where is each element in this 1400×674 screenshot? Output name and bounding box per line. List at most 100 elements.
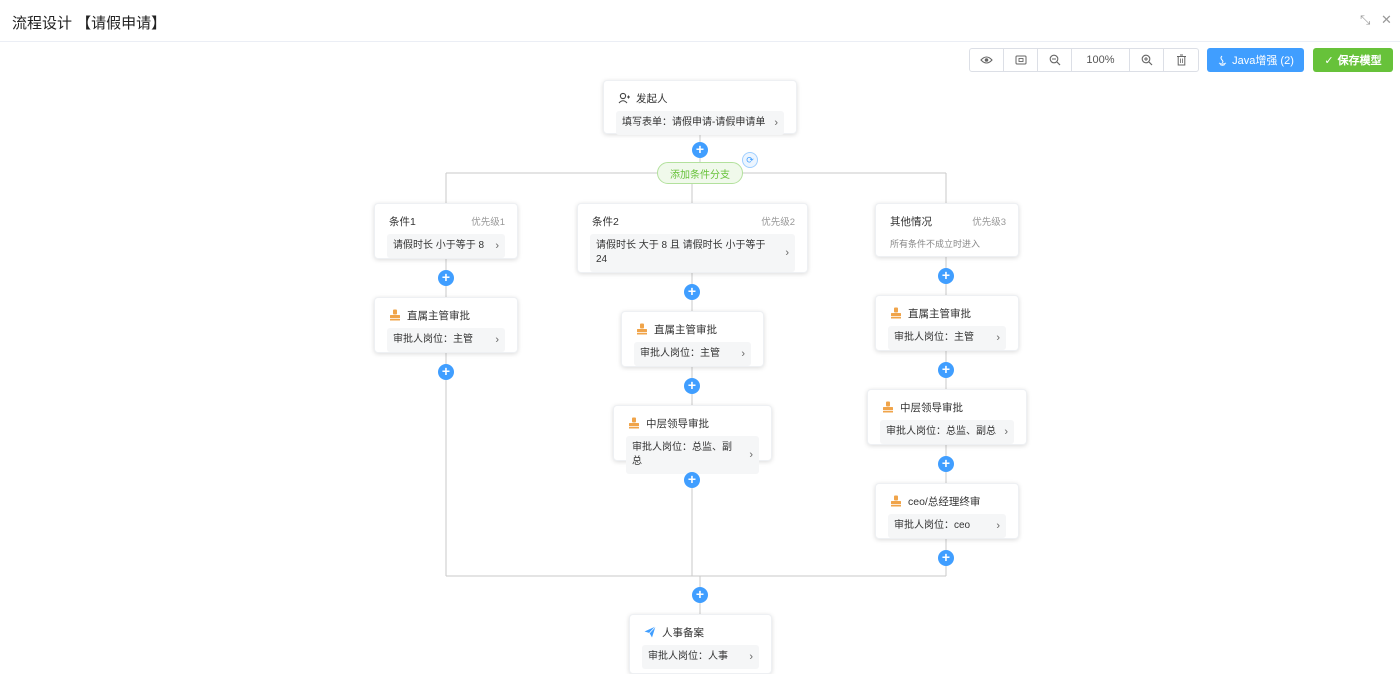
zoom-in-icon: [1141, 54, 1152, 66]
start-node-content[interactable]: 填写表单：请假申请-请假申请单 ›: [616, 111, 784, 135]
chevron-right-icon: ›: [996, 520, 1000, 532]
user-add-icon: [618, 92, 630, 104]
cc-node-content[interactable]: 审批人岗位：人事 ›: [642, 645, 759, 669]
cc-node-header: 人事备案: [644, 625, 759, 639]
condition-node-2[interactable]: 条件2 优先级2 请假时长 大于 8 且 请假时长 小于等于 24 ›: [577, 203, 808, 273]
fit-button[interactable]: [1004, 49, 1038, 71]
stamp-icon: [883, 401, 893, 413]
approval-node-title: 直属主管审批: [407, 309, 470, 322]
chevron-right-icon: ›: [1004, 426, 1008, 438]
add-node-button[interactable]: +: [938, 456, 954, 472]
cc-node[interactable]: 人事备案 审批人岗位：人事 ›: [629, 614, 772, 674]
approval-node-header: 中层领导审批: [628, 416, 759, 430]
approval-node[interactable]: 直属主管审批 审批人岗位：主管 ›: [374, 297, 518, 353]
cc-node-title: 人事备案: [662, 626, 704, 639]
add-node-button[interactable]: +: [938, 268, 954, 284]
collapse-icon[interactable]: ⤡: [1360, 12, 1371, 27]
add-node-button[interactable]: +: [438, 364, 454, 380]
add-node-button[interactable]: +: [938, 362, 954, 378]
condition-1-priority: 优先级1: [471, 217, 505, 228]
approval-node-title: 直属主管审批: [908, 307, 971, 320]
start-node[interactable]: 发起人 填写表单：请假申请-请假申请单 ›: [603, 80, 797, 135]
start-node-text: 填写表单：请假申请-请假申请单: [622, 117, 766, 128]
chevron-right-icon: ›: [495, 240, 499, 252]
chevron-right-icon: ›: [495, 334, 499, 346]
approval-node-header: 直属主管审批: [636, 322, 751, 336]
stamp-icon: [390, 309, 400, 321]
canvas-toolbar: 100%: [969, 48, 1199, 72]
approval-node-text: 审批人岗位：总监、副总: [886, 426, 996, 437]
approval-node[interactable]: 直属主管审批 审批人岗位：主管 ›: [875, 295, 1019, 351]
approval-node-title: 中层领导审批: [900, 401, 963, 414]
zoom-out-icon: [1049, 54, 1060, 66]
dialog-header: 流程设计 【请假申请】 ⤡ ✕: [0, 0, 1400, 42]
dialog-title: 流程设计 【请假申请】: [12, 15, 167, 32]
condition-2-header: 条件2 优先级2: [592, 214, 795, 229]
switch-branch-icon[interactable]: ⟳: [742, 152, 758, 168]
send-icon: [644, 626, 656, 638]
approval-node-content[interactable]: 审批人岗位：主管 ›: [888, 326, 1006, 350]
condition-node-3[interactable]: 其他情况 优先级3 所有条件不成立时进入: [875, 203, 1019, 257]
cc-node-text: 审批人岗位：人事: [648, 651, 728, 662]
zoom-in-button[interactable]: [1130, 49, 1164, 71]
approval-node-text: 审批人岗位：主管: [640, 348, 720, 359]
chevron-right-icon: ›: [785, 247, 789, 259]
java-enhance-button[interactable]: Java增强 (2): [1207, 48, 1304, 72]
approval-node-content[interactable]: 审批人岗位：总监、副总 ›: [626, 436, 759, 474]
approval-node-header: ceo/总经理终审: [890, 494, 1006, 508]
approval-node-content[interactable]: 审批人岗位：总监、副总 ›: [880, 420, 1014, 444]
condition-3-desc: 所有条件不成立时进入: [890, 239, 981, 249]
condition-3-title: 其他情况: [890, 215, 932, 228]
java-icon: [1218, 55, 1227, 66]
approval-node-content[interactable]: 审批人岗位：主管 ›: [634, 342, 751, 366]
add-node-button[interactable]: +: [684, 378, 700, 394]
chevron-right-icon: ›: [741, 348, 745, 360]
add-condition-branch-button[interactable]: 添加条件分支: [657, 162, 743, 184]
add-node-button[interactable]: +: [692, 587, 708, 603]
approval-node-header: 直属主管审批: [389, 308, 505, 322]
approval-node-title: 直属主管审批: [654, 323, 717, 336]
condition-node-1[interactable]: 条件1 优先级1 请假时长 小于等于 8 ›: [374, 203, 518, 259]
approval-node[interactable]: 中层领导审批 审批人岗位：总监、副总 ›: [867, 389, 1027, 445]
approval-node[interactable]: 直属主管审批 审批人岗位：主管 ›: [621, 311, 764, 367]
condition-3-priority: 优先级3: [972, 217, 1006, 228]
chevron-right-icon: ›: [996, 332, 1000, 344]
close-icon[interactable]: ✕: [1381, 12, 1392, 27]
approval-node[interactable]: ceo/总经理终审 审批人岗位：ceo ›: [875, 483, 1019, 539]
approval-node-header: 直属主管审批: [890, 306, 1006, 320]
condition-2-content[interactable]: 请假时长 大于 8 且 请假时长 小于等于 24 ›: [590, 234, 795, 272]
zoom-out-button[interactable]: [1038, 49, 1072, 71]
approval-node-text: 审批人岗位：ceo: [894, 520, 971, 531]
add-node-button[interactable]: +: [438, 270, 454, 286]
add-node-button[interactable]: +: [692, 142, 708, 158]
start-node-header: 发起人: [618, 91, 784, 105]
approval-node-content[interactable]: 审批人岗位：主管 ›: [387, 328, 505, 352]
condition-2-priority: 优先级2: [761, 217, 795, 228]
approval-node-header: 中层领导审批: [882, 400, 1014, 414]
approval-node-text: 审批人岗位：总监、副总: [632, 442, 732, 467]
save-model-button[interactable]: ✓ 保存模型: [1313, 48, 1393, 72]
stamp-icon: [891, 307, 901, 319]
delete-button[interactable]: [1164, 49, 1198, 71]
fit-screen-icon: [1015, 55, 1026, 65]
approval-node-content[interactable]: 审批人岗位：ceo ›: [888, 514, 1006, 538]
eye-icon: [980, 56, 993, 64]
condition-1-content[interactable]: 请假时长 小于等于 8 ›: [387, 234, 505, 258]
add-node-button[interactable]: +: [684, 472, 700, 488]
preview-button[interactable]: [970, 49, 1004, 71]
condition-3-header: 其他情况 优先级3: [890, 214, 1006, 229]
approval-node[interactable]: 中层领导审批 审批人岗位：总监、副总 ›: [613, 405, 772, 474]
condition-2-text-line2: 24: [596, 254, 608, 265]
condition-2-text-line1: 请假时长 大于 8 且 请假时长 小于等于: [596, 240, 766, 251]
chevron-right-icon: ›: [774, 117, 778, 129]
stamp-icon: [629, 417, 639, 429]
condition-1-header: 条件1 优先级1: [389, 214, 505, 229]
approval-node-text: 审批人岗位：主管: [393, 334, 473, 345]
add-node-button[interactable]: +: [938, 550, 954, 566]
approval-node-title: 中层领导审批: [646, 417, 709, 430]
zoom-level: 100%: [1072, 49, 1130, 71]
save-model-label: 保存模型: [1337, 55, 1382, 67]
approval-node-title: ceo/总经理终审: [908, 495, 981, 508]
java-enhance-label: Java增强 (2): [1232, 55, 1294, 67]
add-node-button[interactable]: +: [684, 284, 700, 300]
